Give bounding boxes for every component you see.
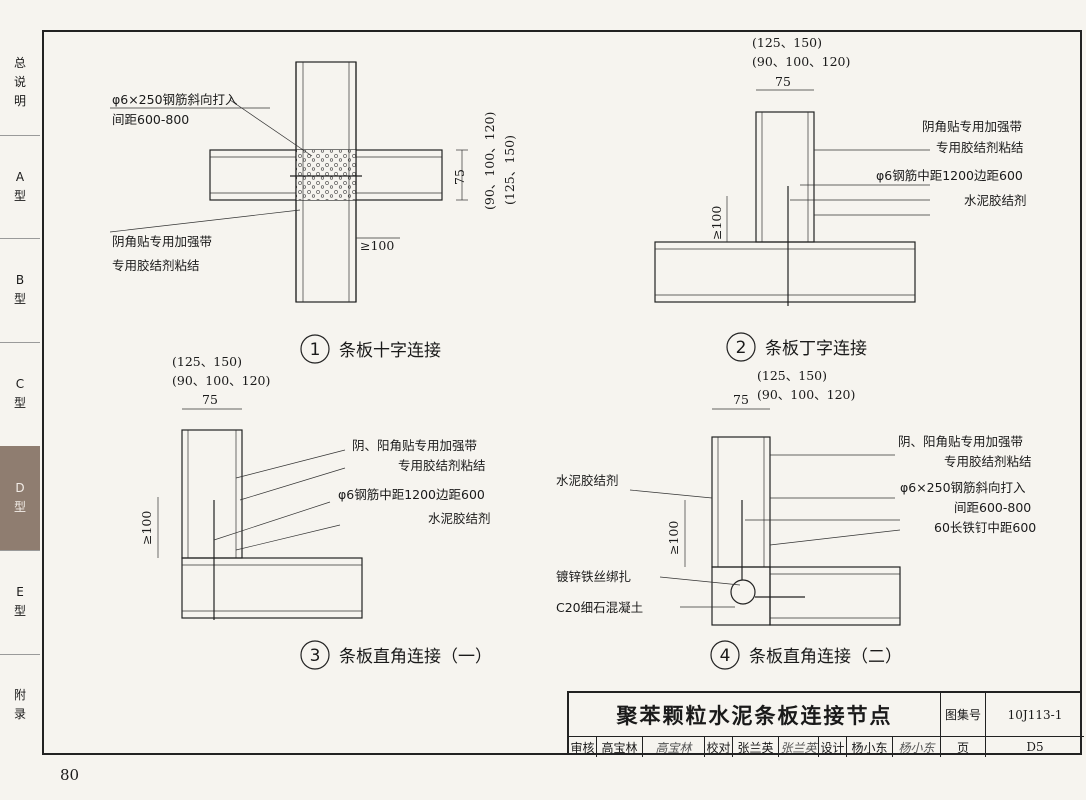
d3-dim-75: 75 [202, 392, 218, 407]
d4-note-cement: 水泥胶结剂 [556, 473, 619, 488]
detail-2-t-connection: (125、150) (90、100、120) 75 阴角贴专用加强带 专用胶结剂… [654, 35, 1027, 362]
d4-concrete-corner [711, 566, 771, 626]
d4-dim-thk-b: (125、150) [757, 368, 827, 383]
d4-caption: 条板直角连接（二） [749, 647, 902, 667]
detail-1-cross-connection: φ6×250钢筋斜向打入 间距600-800 阴角贴专用加强带 专用胶结剂粘结 … [109, 61, 517, 364]
drawing-title: 聚苯颗粒水泥条板连接节点 [569, 693, 941, 737]
d2-dim-75: 75 [775, 74, 791, 89]
d2-dim-thk-b: (125、150) [752, 35, 822, 50]
d1-dim-thk-b: (125、150) [502, 135, 517, 205]
d4-dim-thk-a: (90、100、120) [757, 387, 855, 402]
page-number: 80 [60, 766, 80, 784]
d4-vertical-panel [711, 436, 771, 568]
d1-dim-thk-a: (90、100、120) [482, 112, 497, 210]
d2-note-tape-1: 阴角贴专用加强带 [922, 119, 1022, 134]
d4-wire-tie [730, 579, 756, 605]
d3-number: 3 [310, 646, 321, 666]
page-code: D5 [1026, 740, 1044, 754]
d2-number: 2 [736, 338, 747, 358]
sidebar: 总 说 明 A 型 B 型 C 型 D 型 E 型 附 录 [0, 30, 40, 755]
d1-note-tape-2: 专用胶结剂粘结 [112, 258, 200, 273]
d2-horizontal-panel [654, 241, 916, 303]
atlas-code: 10J113-1 [986, 693, 1084, 737]
review-label: 审核 [569, 737, 597, 757]
d2-number-circle [726, 332, 756, 362]
d3-note-cement: 水泥胶结剂 [428, 511, 491, 526]
design-signature: 杨小东 [893, 737, 941, 757]
d4-number-circle [710, 640, 740, 670]
d4-horizontal-panel [769, 566, 901, 626]
d1-dim-75: 75 [452, 169, 467, 185]
d2-note-cement: 水泥胶结剂 [964, 193, 1027, 208]
atlas-label: 图集号 [941, 693, 986, 737]
d3-note-tape-2: 专用胶结剂粘结 [398, 458, 486, 473]
sidebar-tab-appendix[interactable]: 附 录 [13, 687, 26, 721]
review-name: 高宝林 [597, 737, 643, 757]
check-signature: 张兰英 [779, 737, 819, 757]
check-label: 校对 [705, 737, 733, 757]
d1-note-rebar-1: φ6×250钢筋斜向打入 [112, 92, 238, 107]
drawing-frame [42, 30, 1082, 755]
d2-vertical-panel [755, 111, 815, 243]
sidebar-tab-e[interactable]: E 型 [0, 550, 40, 655]
d3-note-rebar: φ6钢筋中距1200边距600 [338, 487, 485, 502]
d3-horizontal-panel [181, 557, 363, 619]
check-name: 张兰英 [733, 737, 779, 757]
d3-dim-thk-b: (125、150) [172, 354, 242, 369]
d4-note-nail: 60长铁钉中距600 [934, 520, 1036, 535]
d4-dim-75: 75 [733, 392, 749, 407]
design-label: 设计 [819, 737, 847, 757]
d2-dim-min: ≥100 [709, 206, 724, 240]
sidebar-tab-a[interactable]: A 型 [0, 135, 40, 239]
d1-number: 1 [310, 340, 321, 360]
detail-4-corner-connection-2: (125、150) (90、100、120) 75 水泥胶结剂 阴、阳角贴专用加… [556, 368, 1036, 670]
d3-caption: 条板直角连接（一） [339, 647, 492, 667]
d3-note-tape-1: 阴、阳角贴专用加强带 [352, 438, 477, 453]
d4-note-concrete: C20细石混凝土 [556, 600, 643, 615]
d1-caption: 条板十字连接 [339, 341, 441, 361]
d3-vertical-panel [181, 429, 243, 559]
d4-note-rebar-2: 间距600-800 [954, 500, 1031, 515]
d3-dim-thk-a: (90、100、120) [172, 373, 270, 388]
d3-number-circle [300, 640, 330, 670]
design-name: 杨小东 [847, 737, 893, 757]
d4-note-wire: 镀锌铁丝绑扎 [556, 569, 631, 584]
page-label: 页 [941, 737, 986, 757]
d4-note-rebar-1: φ6×250钢筋斜向打入 [900, 480, 1026, 495]
d4-note-tape-1: 阴、阳角贴专用加强带 [898, 434, 1023, 449]
review-signature: 高宝林 [643, 737, 705, 757]
d3-dim-min: ≥100 [139, 511, 154, 545]
detail-3-corner-connection-1: (125、150) (90、100、120) 75 阴、阳角贴专用加强带 专用胶… [139, 354, 492, 670]
d4-note-tape-2: 专用胶结剂粘结 [944, 454, 1032, 469]
d2-caption: 条板丁字连接 [765, 339, 867, 359]
d4-number: 4 [720, 646, 731, 666]
d1-dim-min: ≥100 [360, 238, 394, 253]
sidebar-tab-b[interactable]: B 型 [0, 238, 40, 343]
d1-number-circle [300, 334, 330, 364]
d2-note-rebar: φ6钢筋中距1200边距600 [876, 168, 1023, 183]
d2-dim-thk-a: (90、100、120) [752, 54, 850, 69]
d4-dim-min: ≥100 [666, 521, 681, 555]
d1-note-rebar-2: 间距600-800 [112, 112, 189, 127]
d2-note-tape-2: 专用胶结剂粘结 [936, 140, 1024, 155]
sidebar-tab-general[interactable]: 总 说 明 [0, 30, 40, 136]
sidebar-tab-d[interactable]: D 型 [0, 446, 40, 551]
d1-note-tape-1: 阴角贴专用加强带 [112, 234, 212, 249]
title-block: 聚苯颗粒水泥条板连接节点 图集号 10J113-1 审核 高宝林 高宝林 校对 … [567, 691, 1084, 757]
